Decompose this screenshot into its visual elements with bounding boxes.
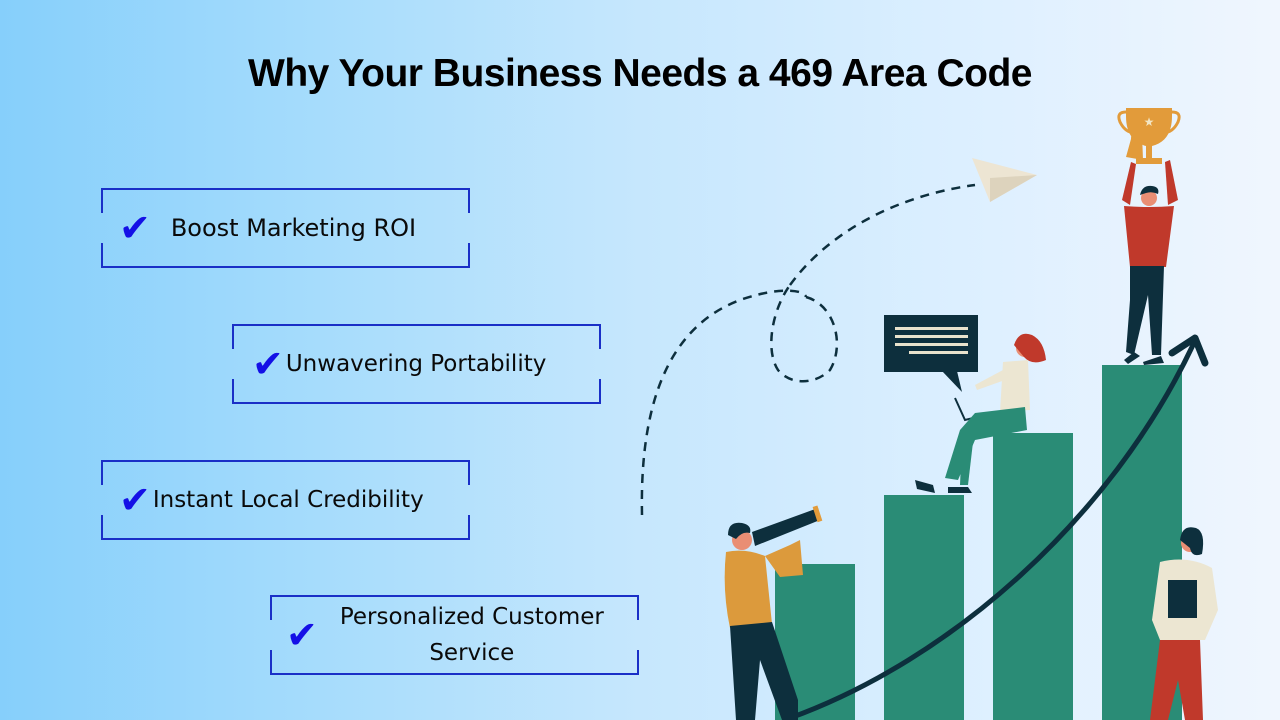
person-sitting-with-laptop (915, 333, 1046, 493)
checkmark-icon: ✔ (252, 342, 284, 386)
feature-box-local-credibility: ✔ Instant Local Credibility (101, 460, 470, 540)
tablet-icon (1168, 580, 1197, 618)
feature-label: Instant Local Credibility (152, 487, 424, 513)
feature-label: Personalized Customer Service (339, 604, 604, 666)
person-standing-with-tablet (1150, 527, 1218, 720)
person-with-telescope (724, 505, 823, 720)
checkmark-icon: ✔ (286, 613, 318, 657)
feature-box-portability: ✔ Unwavering Portability (232, 324, 601, 404)
page-title: Why Your Business Needs a 469 Area Code (248, 52, 1032, 95)
feature-label: Boost Marketing ROI (170, 214, 417, 242)
checkmark-icon: ✔ (119, 478, 151, 522)
feature-label: Unwavering Portability (285, 351, 547, 377)
paper-plane-icon (972, 158, 1037, 202)
person-holding-trophy: ★ (1117, 108, 1181, 365)
telescope-icon (752, 508, 820, 546)
speech-bubble-icon (884, 315, 978, 392)
feature-box-customer-service: ✔ Personalized Customer Service (270, 595, 639, 675)
feature-box-marketing-roi: ✔ Boost Marketing ROI (101, 188, 470, 268)
checkmark-icon: ✔ (119, 206, 151, 250)
growth-arrow-icon (787, 334, 1209, 720)
trophy-icon (1126, 108, 1172, 164)
svg-text:★: ★ (1144, 115, 1155, 129)
dashed-flight-path (640, 183, 976, 516)
